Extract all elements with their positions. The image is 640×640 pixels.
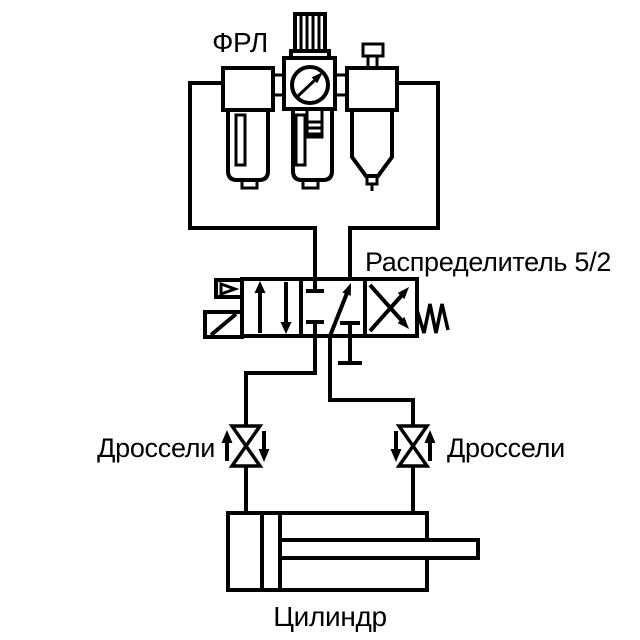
pipe-valve-to-left-throttle — [244, 336, 317, 426]
lubricator-symbol — [345, 42, 399, 191]
valve-position-parallel-arrows — [254, 281, 292, 334]
pipe-lines — [188, 81, 440, 513]
valve-body — [240, 277, 419, 338]
blocked-port-stub — [338, 321, 362, 365]
valve-label: Распределитель 5/2 — [365, 247, 611, 277]
pilot-actuator-icon — [214, 278, 244, 299]
frl-label: ФРЛ — [212, 27, 268, 58]
pipe-left-loop — [188, 81, 317, 279]
lubricator-fill-cap — [361, 42, 385, 58]
valve-5-2-symbol — [203, 277, 450, 365]
piston-rod — [278, 538, 480, 560]
throttles-left-label: Дроссели — [97, 433, 215, 463]
filter-sight-slot — [234, 113, 247, 167]
regulator-sight-slot — [294, 113, 307, 167]
valve-position-middle — [306, 279, 362, 365]
filter-symbol — [221, 66, 275, 190]
throttle-left-symbol — [221, 424, 270, 468]
frl-unit-symbol — [221, 12, 399, 191]
regulator-drain — [301, 178, 320, 190]
regulator-relief-vent — [305, 107, 324, 139]
adjust-knob-icon — [289, 12, 331, 60]
valve-position-crossed-arrows — [368, 283, 409, 333]
pipe-valve-to-right-throttle — [328, 336, 415, 426]
cylinder-symbol — [226, 511, 480, 592]
pipe-right-loop — [348, 81, 440, 279]
lubricator-drip — [365, 174, 379, 186]
throttles-right-label: Дроссели — [447, 433, 565, 463]
throttle-right-symbol — [390, 424, 436, 468]
pressure-gauge-icon — [290, 65, 330, 105]
regulator-symbol — [282, 12, 337, 190]
solenoid-actuator-icon — [203, 310, 244, 339]
filter-drain — [240, 178, 259, 190]
spring-icon — [415, 303, 450, 334]
cylinder-label: Цилиндр — [273, 601, 387, 632]
